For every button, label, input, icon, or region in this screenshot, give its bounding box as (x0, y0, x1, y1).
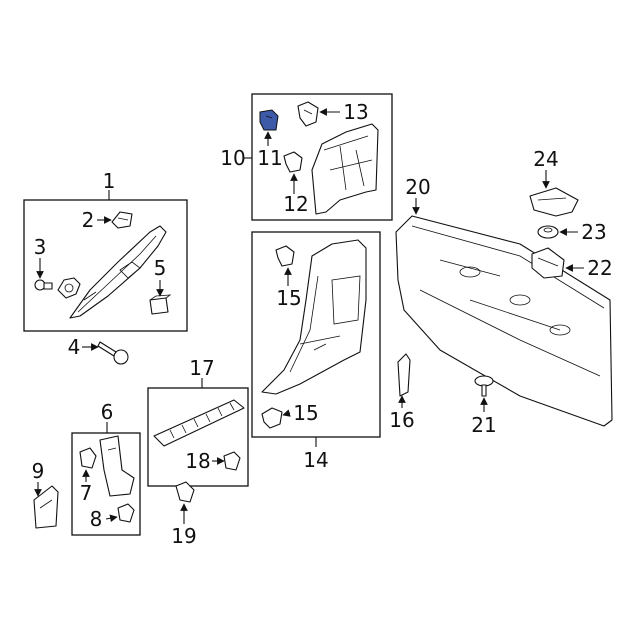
group-box-6 (71, 432, 141, 536)
callout-10: 10 (220, 146, 245, 170)
callout-20: 20 (405, 175, 430, 199)
callout-18: 18 (185, 449, 210, 473)
part-retainer-1 (57, 277, 81, 299)
part-bracket-16 (397, 353, 411, 397)
group-box-10 (251, 93, 393, 221)
part-scuff-plate (153, 399, 245, 447)
part-handle-22 (531, 247, 565, 279)
part-pad-5 (149, 294, 172, 315)
callout-23: 23 (581, 220, 606, 244)
callout-17: 17 (189, 356, 214, 380)
part-clip-19 (175, 481, 195, 503)
callout-4: 4 (68, 335, 81, 359)
part-clip-2 (111, 211, 133, 229)
part-screw-3 (34, 279, 53, 291)
part-push-pin-21 (474, 375, 494, 397)
part-clip-15-bottom (261, 407, 283, 429)
part-a-pillar-trim (69, 225, 167, 319)
part-c-pillar-trim (311, 123, 379, 215)
part-nut-23 (537, 225, 559, 239)
callout-22: 22 (587, 256, 612, 280)
leader-lines (34, 108, 584, 524)
part-bracket-11-highlighted (259, 109, 279, 131)
part-clip-8 (117, 503, 135, 523)
part-trim-cover-24 (529, 187, 579, 217)
group-box-1 (23, 199, 188, 332)
callout-5: 5 (154, 256, 167, 280)
callout-8: 8 (90, 507, 103, 531)
callout-13: 13 (343, 100, 368, 124)
part-clip-7 (79, 447, 97, 469)
callout-19: 19 (171, 524, 196, 548)
part-rear-panel-20 (395, 215, 613, 427)
callout-12: 12 (283, 192, 308, 216)
callout-1: 1 (103, 169, 116, 193)
callout-3: 3 (34, 235, 47, 259)
part-lower-trim-6 (99, 435, 135, 497)
callout-21: 21 (471, 413, 496, 437)
callout-15-bottom: 15 (293, 401, 318, 425)
highlighted-bracket (259, 109, 279, 131)
part-clip-18 (223, 451, 241, 471)
callout-9: 9 (32, 459, 45, 483)
callout-labels: 1 2 3 4 5 6 7 8 9 10 11 12 13 14 15 15 1… (32, 100, 613, 548)
callout-14: 14 (303, 448, 328, 472)
part-clip-15-top (275, 245, 295, 267)
part-bolt-4 (97, 341, 129, 365)
part-clip-13 (297, 101, 319, 127)
callout-24: 24 (533, 147, 558, 171)
callout-6: 6 (101, 400, 114, 424)
part-clip-12 (283, 151, 303, 173)
callout-16: 16 (389, 408, 414, 432)
callout-11: 11 (257, 146, 282, 170)
callout-15-top: 15 (276, 286, 301, 310)
callout-2: 2 (82, 208, 95, 232)
callout-7: 7 (80, 481, 93, 505)
group-box-17 (147, 387, 249, 487)
part-quarter-trim-panel (261, 239, 367, 395)
